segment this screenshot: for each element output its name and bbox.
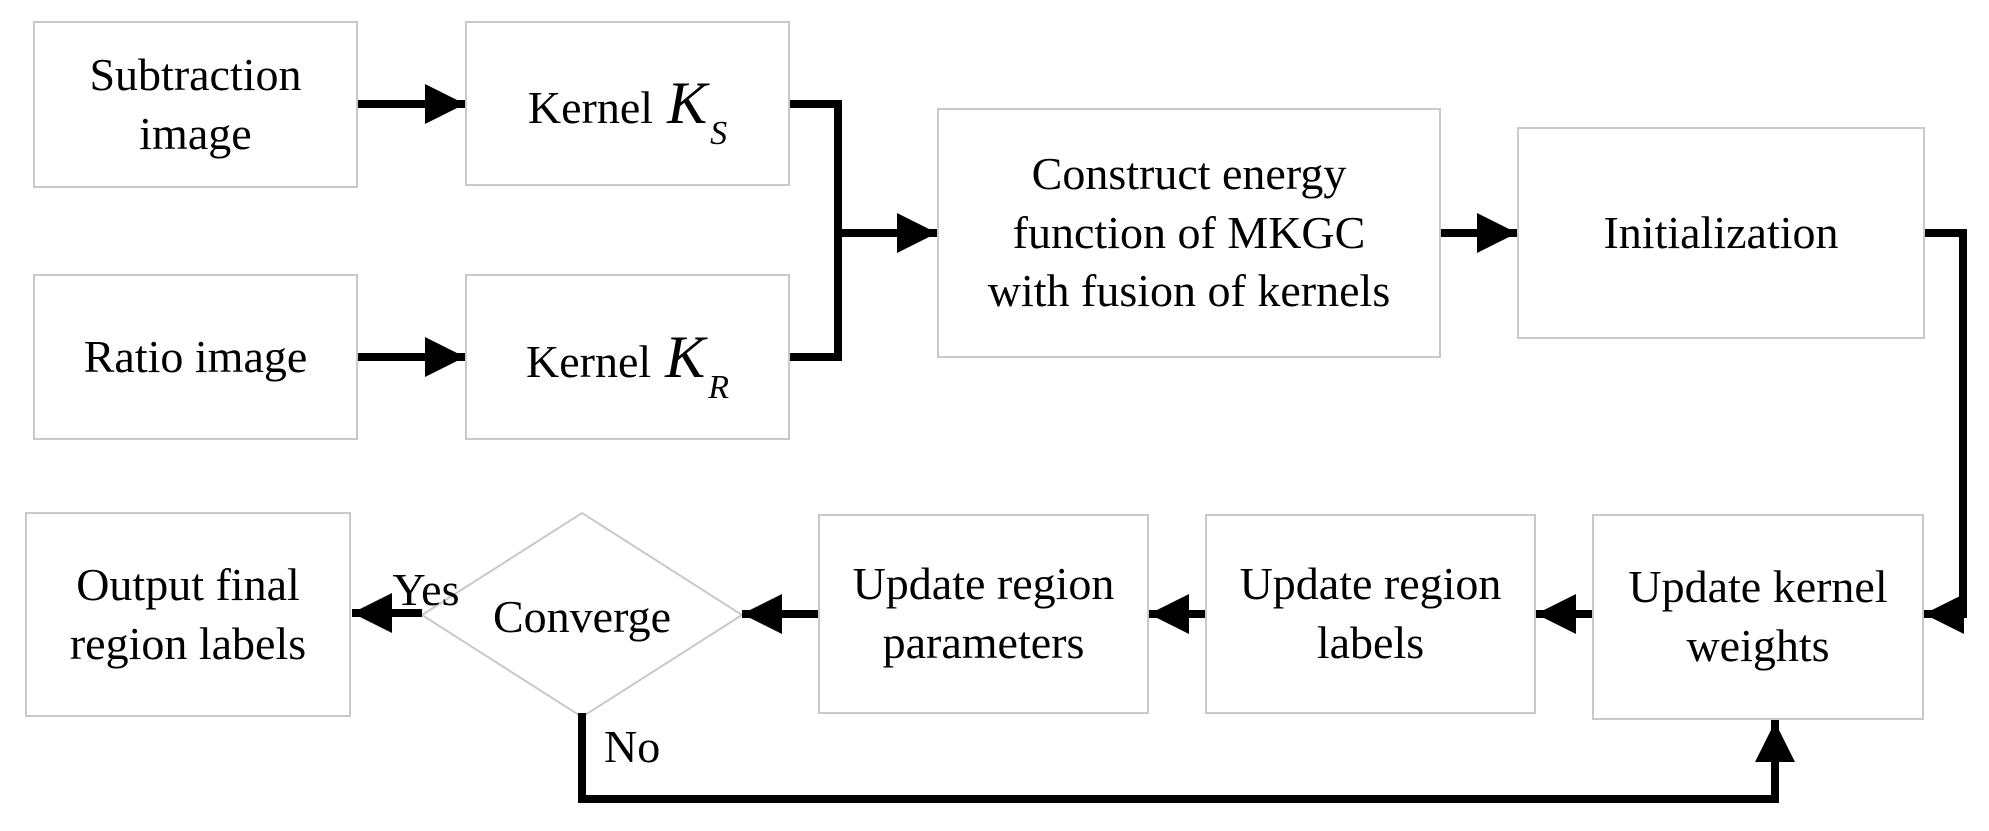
node-subtraction-image-label: Subtraction image xyxy=(89,48,302,159)
node-initialization-label: Initialization xyxy=(1603,206,1839,258)
kernel-kr-prefix: Kernel xyxy=(526,335,652,387)
node-update-region-parameters-label: Update region parameters xyxy=(852,558,1115,668)
node-update-region-labels-label: Update region labels xyxy=(1239,558,1502,668)
kernel-merge-bracket xyxy=(786,100,842,361)
node-construct-energy-label: Construct energy function of MKGC with f… xyxy=(987,147,1391,317)
kernel-kr-symbol: K xyxy=(665,323,706,390)
kernel-ks-subscript: S xyxy=(710,115,728,153)
node-update-kernel-weights: Update kernel weights xyxy=(1592,514,1924,720)
branch-yes-label: Yes xyxy=(392,563,460,615)
branch-no-label: No xyxy=(604,720,661,772)
node-update-region-labels: Update region labels xyxy=(1205,514,1536,714)
node-construct-energy: Construct energy function of MKGC with f… xyxy=(937,108,1441,358)
kernel-kr-subscript: R xyxy=(708,368,729,406)
node-update-region-parameters: Update region parameters xyxy=(818,514,1149,714)
node-output-final-labels: Output final region labels xyxy=(25,512,351,717)
arrow-converge-no-loop-to-update-weights xyxy=(578,713,1795,803)
kernel-ks-prefix: Kernel xyxy=(527,82,654,134)
node-ratio-image-label: Ratio image xyxy=(83,330,308,382)
arrow-initialization-to-update-weights xyxy=(1920,229,1967,634)
node-subtraction-image: Subtraction image xyxy=(33,21,358,188)
node-update-kernel-weights-label: Update kernel weights xyxy=(1628,561,1888,671)
node-initialization: Initialization xyxy=(1517,127,1925,339)
kernel-ks-symbol: K xyxy=(667,70,708,137)
node-output-final-labels-label: Output final region labels xyxy=(69,558,307,669)
converge-diamond-label: Converge xyxy=(492,590,671,642)
node-ratio-image: Ratio image xyxy=(33,274,358,440)
